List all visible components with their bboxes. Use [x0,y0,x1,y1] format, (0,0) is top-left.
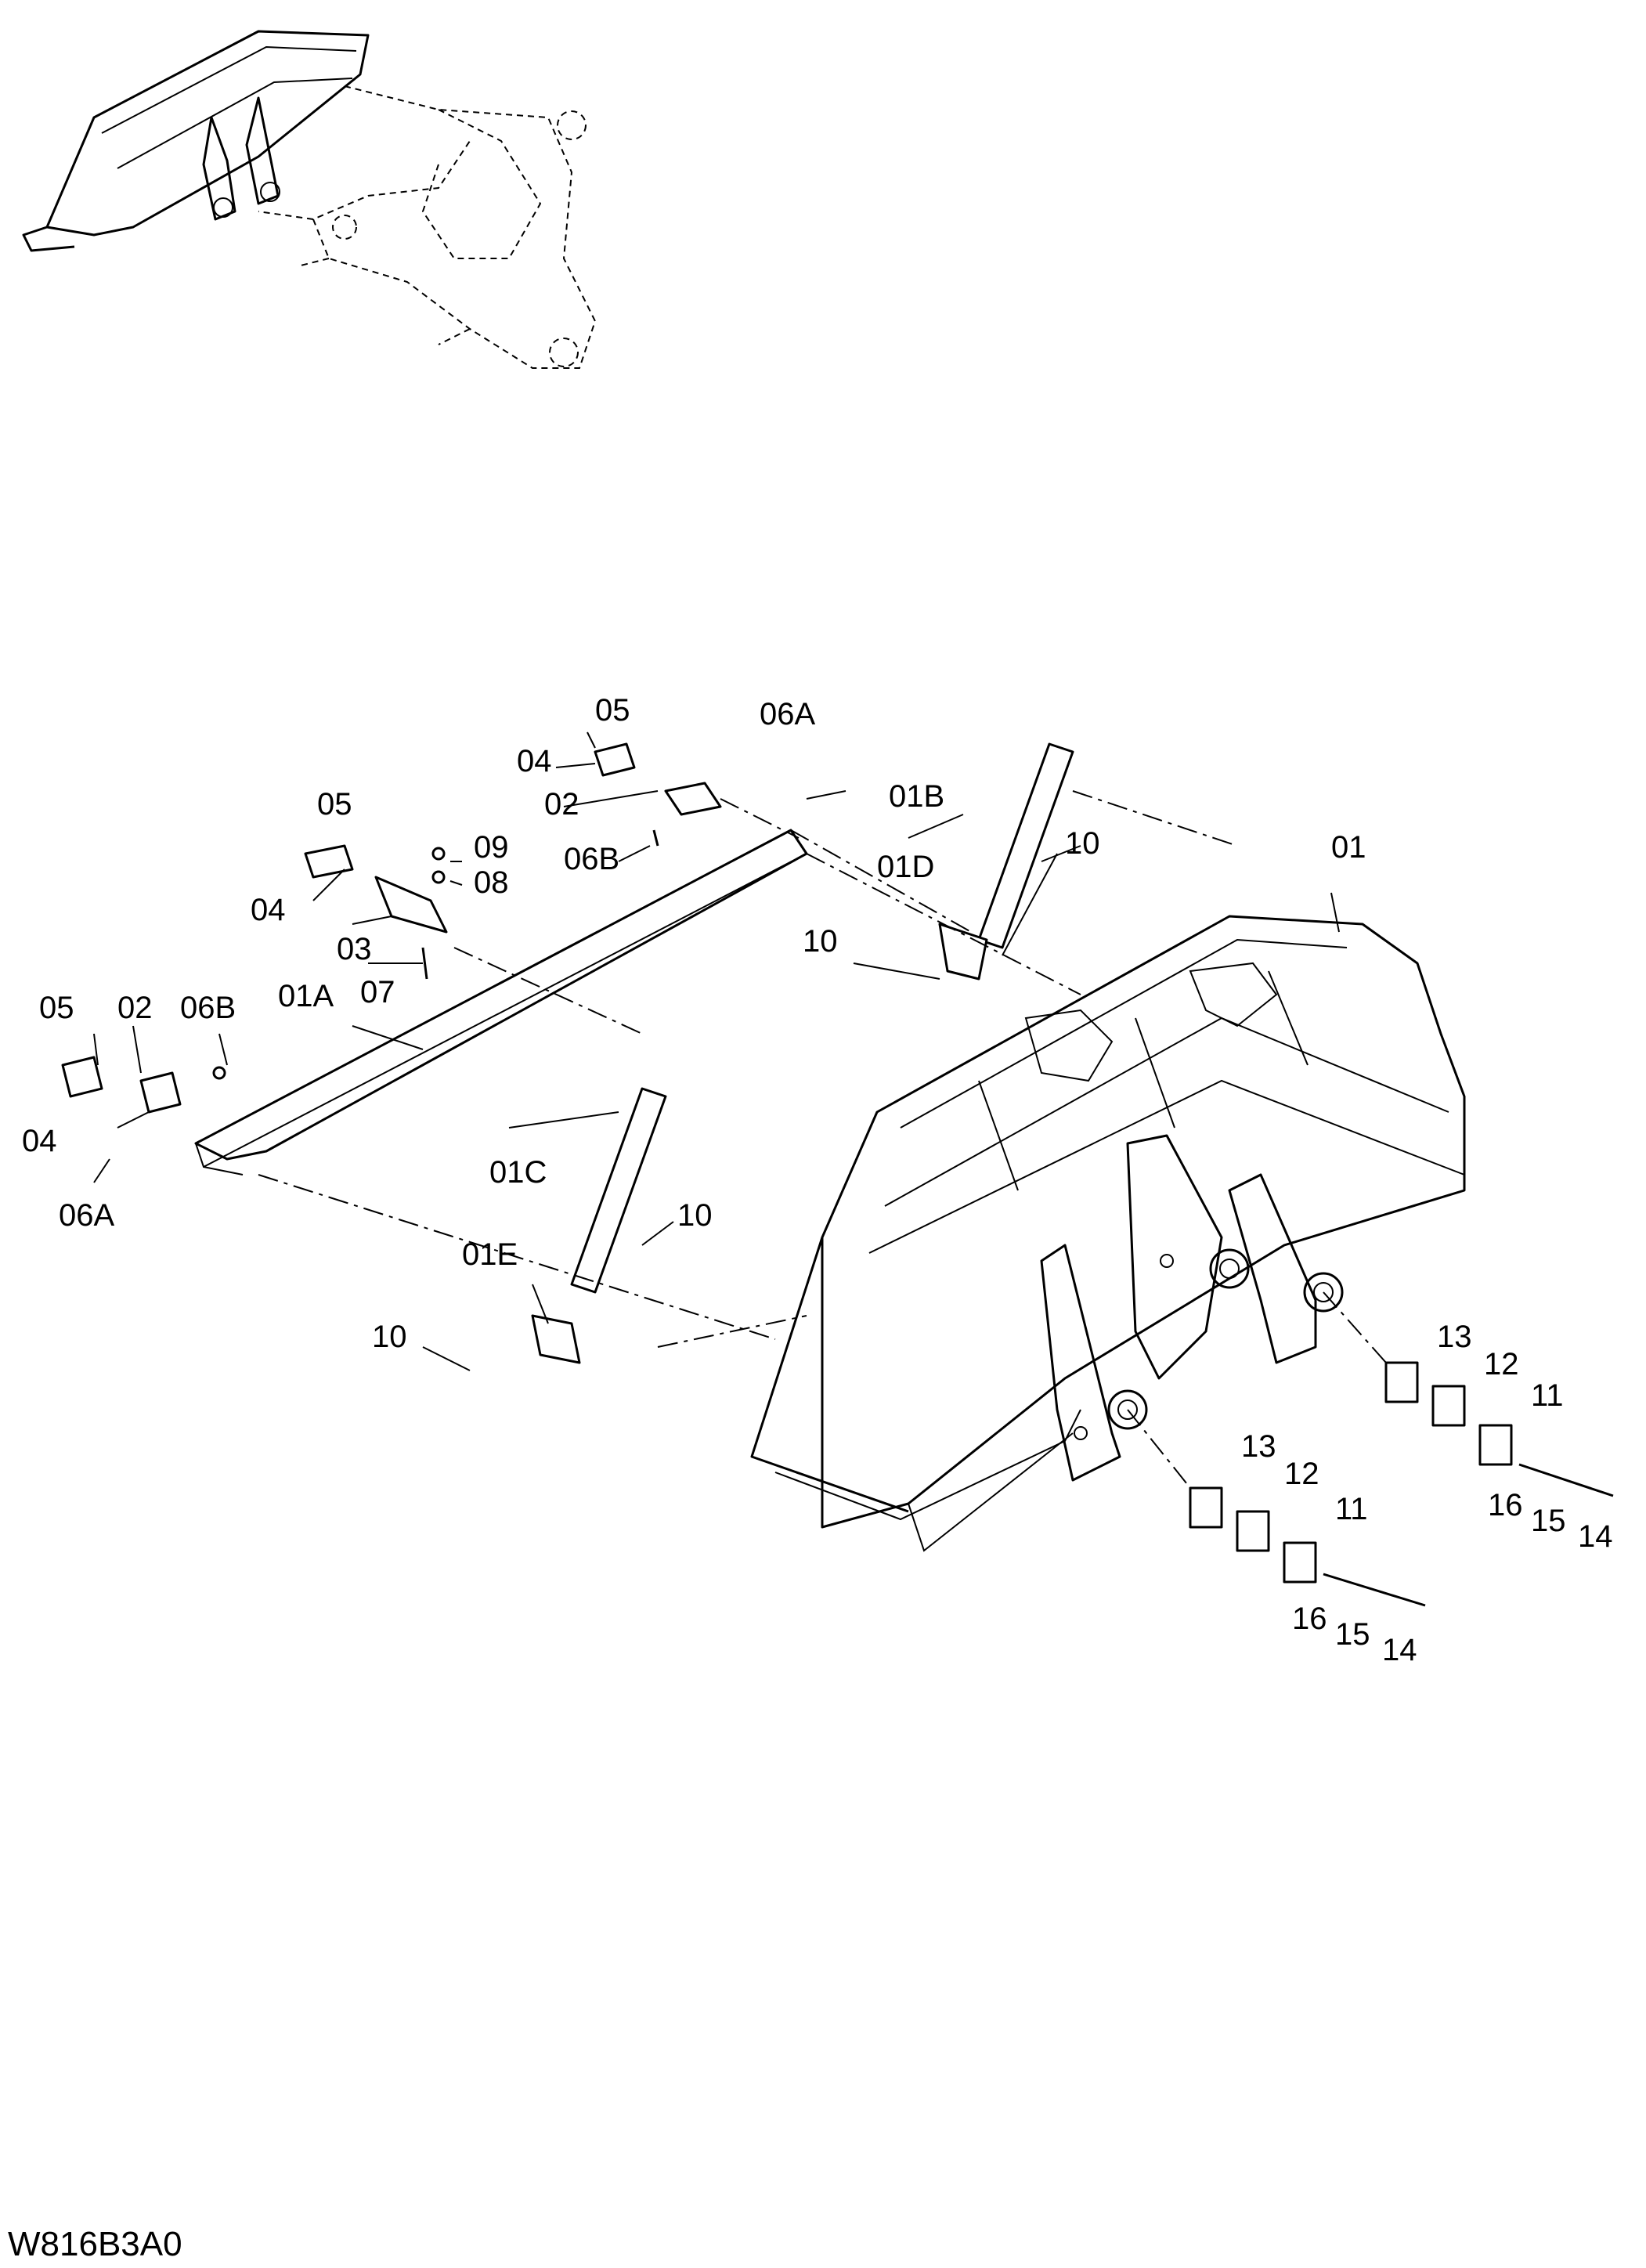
part-label: 06A [760,697,815,731]
wear-pads [1189,1361,1614,1607]
part-label: 04 [22,1124,57,1158]
part-label: 05 [39,991,74,1025]
assembly-guide-lines [258,790,1387,1489]
part-label: 01E [462,1237,518,1272]
part-label: 02 [544,787,579,822]
part-label: 07 [360,975,395,1009]
part-label: 10 [1065,826,1100,861]
part-label: 14 [1382,1633,1417,1667]
part-label: 16 [1488,1488,1523,1522]
cutting-edge [194,829,808,1176]
part-label: 04 [251,893,286,927]
leader-lines [93,731,1340,1371]
part-label: 16 [1292,1602,1327,1636]
part-label: 06B [180,991,236,1025]
part-label: 12 [1284,1457,1319,1491]
part-label: 14 [1578,1519,1613,1554]
bucket-body [750,915,1466,1552]
diagram-code: W816B3A0 [8,2225,182,2263]
teeth-and-adapters [61,742,722,1114]
part-label: 01D [877,850,934,884]
part-label: 15 [1335,1617,1370,1652]
overview-thumbnail [22,30,597,369]
part-label: 03 [337,932,372,966]
part-label: 02 [117,991,153,1025]
part-label: 13 [1437,1320,1472,1354]
part-label: 15 [1531,1504,1566,1538]
side-cutters [531,742,1074,1364]
part-label: 11 [1531,1378,1564,1413]
part-label: 05 [595,693,630,728]
part-label: 09 [474,830,509,865]
part-label: 10 [372,1320,407,1354]
part-label: 01B [889,779,944,814]
part-labels: 01 01A 01B 01C 01D 01E 02 02 03 04 04 04… [22,693,1613,1667]
part-label: 01 [1331,830,1366,865]
part-label: 11 [1335,1492,1368,1526]
part-label: 01A [278,979,334,1013]
part-label: 10 [803,924,838,959]
part-label: 04 [517,744,552,778]
part-label: 06A [59,1198,114,1233]
part-label: 01C [489,1155,547,1190]
part-label: 08 [474,865,509,900]
part-label: 05 [317,787,352,822]
part-label: 10 [677,1198,713,1233]
part-label: 06B [564,842,619,876]
part-label: 12 [1484,1347,1519,1381]
part-label: 13 [1241,1429,1276,1464]
